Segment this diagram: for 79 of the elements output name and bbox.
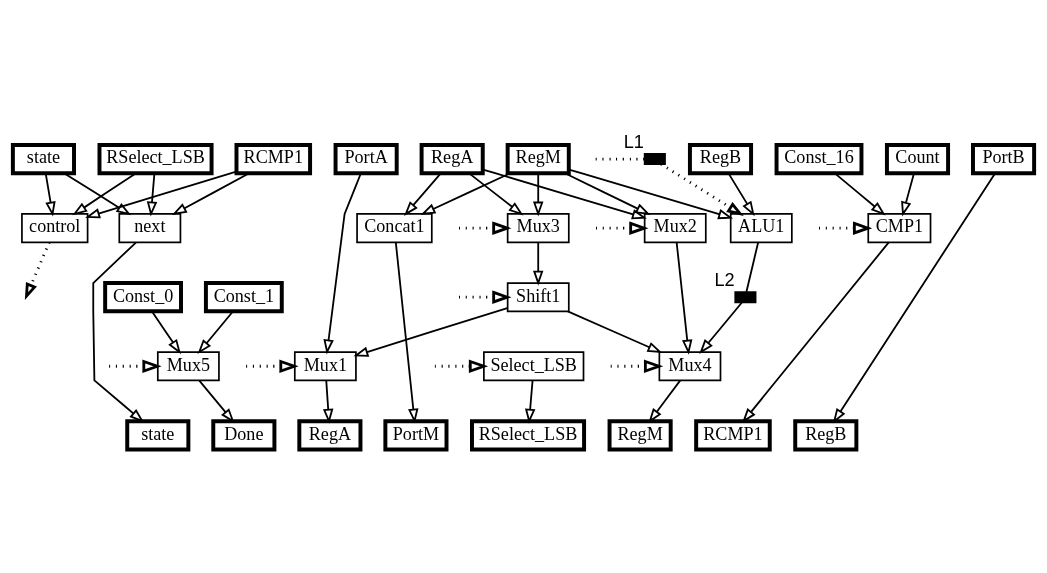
arrow (699, 300, 743, 354)
node-bar (643, 152, 666, 165)
arrow (44, 172, 56, 217)
node-box: RegB (793, 418, 859, 451)
node-box: ALU1 (729, 212, 793, 243)
arrow (742, 241, 890, 423)
node-box: Const_1 (203, 280, 284, 313)
node-label: L2 (714, 269, 735, 290)
arrow (834, 172, 886, 216)
arrow (109, 359, 162, 373)
arrow (648, 379, 681, 423)
node-box: Mux4 (658, 350, 722, 381)
node-box: RegA (297, 418, 363, 451)
node-box: Const_0 (103, 280, 183, 313)
arrow (901, 172, 915, 216)
arrow (482, 168, 647, 219)
arrow (832, 172, 996, 423)
node-box: Select_LSB (483, 350, 585, 381)
node-box: RegA (419, 142, 485, 175)
node-box: state (10, 142, 76, 175)
node-box: RegM (505, 142, 571, 175)
arrow (63, 172, 132, 215)
arrow (198, 379, 235, 423)
node-box: RSelect_LSB (97, 142, 214, 175)
node-box: PortB (971, 142, 1037, 175)
node-box: Mux2 (643, 212, 707, 243)
node-label: L1 (623, 131, 644, 152)
node-box: Mux1 (293, 350, 357, 381)
arrow (524, 379, 536, 424)
arrow (197, 310, 234, 354)
node-box: Mux3 (506, 212, 570, 243)
node-box: RCMP1 (234, 142, 313, 175)
arrow (151, 310, 181, 354)
arrow (533, 241, 544, 286)
arrow (323, 172, 362, 354)
node-box: RegM (607, 418, 673, 451)
node-box: Concat1 (356, 212, 433, 243)
node-box: RSelect_LSB (470, 418, 587, 451)
arrow (146, 172, 158, 217)
arrow (660, 162, 744, 216)
node-box: Count (884, 142, 951, 175)
connector (595, 157, 645, 160)
connector (745, 241, 760, 293)
node-box: state (125, 418, 191, 451)
arrow (72, 172, 137, 215)
arrow (434, 359, 489, 373)
arrow (819, 220, 873, 235)
node-box: control (21, 212, 89, 243)
node-box: RegB (687, 142, 754, 175)
node-box: Mux5 (156, 350, 220, 381)
node-box: Done (211, 418, 277, 451)
arrow (610, 359, 664, 373)
arrow (24, 241, 51, 300)
arrow (568, 168, 734, 219)
node-box: next (118, 212, 182, 243)
node-box: Shift1 (506, 281, 570, 312)
arrow (675, 240, 693, 355)
arrow (85, 170, 238, 218)
arrow (596, 220, 649, 235)
node-box: CMP1 (867, 212, 932, 243)
arrow (459, 289, 512, 304)
arrow (727, 172, 755, 216)
arrow (404, 172, 442, 216)
arrow (564, 171, 651, 215)
arrow (92, 241, 145, 423)
arrow (322, 379, 334, 424)
node-box: PortM (383, 418, 449, 451)
arrow (468, 172, 524, 215)
arrow (420, 171, 512, 215)
arrow (459, 220, 512, 235)
node-box: PortA (333, 142, 399, 175)
node-box: RCMP1 (694, 418, 772, 451)
node-box: Const_16 (774, 142, 864, 175)
arrow (533, 172, 544, 217)
arrow (566, 309, 663, 353)
node-bar (734, 290, 757, 303)
arrow (246, 359, 299, 373)
arrow (353, 306, 509, 357)
arrow (394, 241, 419, 424)
